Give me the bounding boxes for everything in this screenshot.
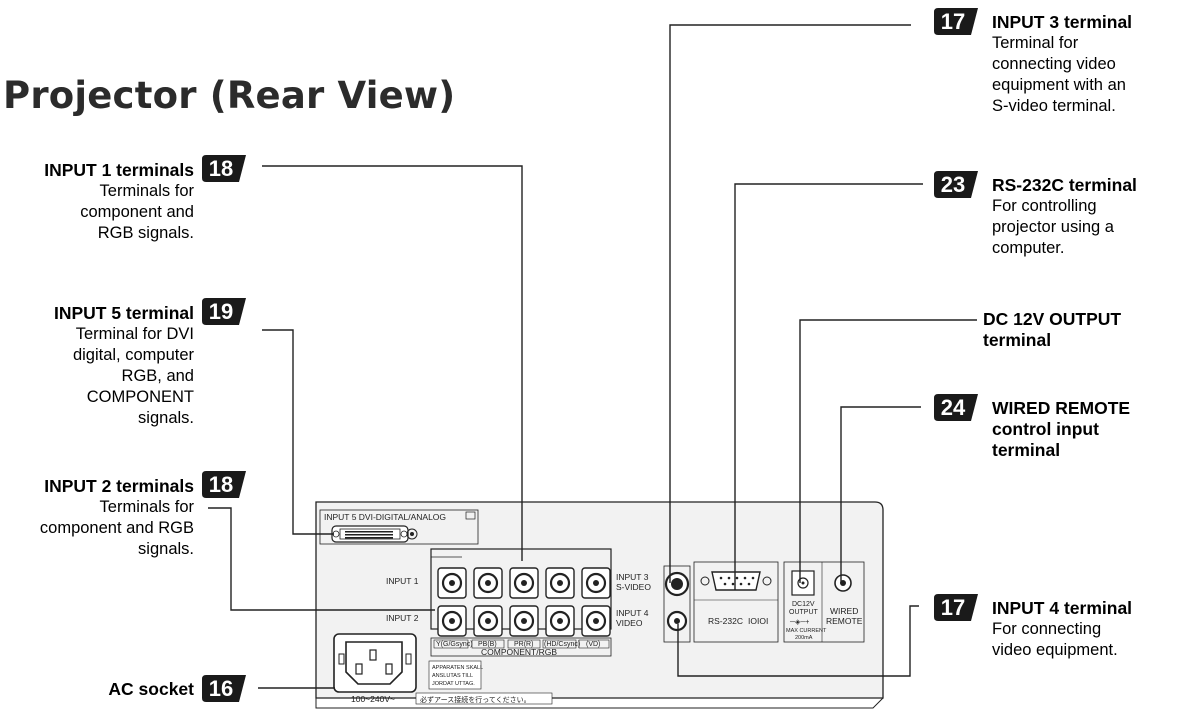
leader-input1 [262, 165, 523, 561]
leader-input2 [208, 507, 435, 611]
callout-input5-desc-5: signals. [138, 409, 194, 427]
callout-input5-desc-3: RGB, and [121, 367, 194, 385]
leader-input4 [677, 605, 919, 677]
callout-rs232: RS-232C terminal For controlling project… [992, 175, 1177, 259]
callout-input2-desc-3: signals. [138, 540, 194, 558]
input3-panel-label-2: S-VIDEO [616, 582, 651, 592]
badge-24-wired: 24 [934, 394, 978, 421]
callout-rs232-desc-1: For controlling [992, 197, 1097, 215]
input4-panel-label-1: INPUT 4 [616, 608, 649, 618]
callout-input4-desc-2: video equipment. [992, 641, 1118, 659]
callout-rs232-desc-3: computer. [992, 239, 1065, 257]
leader-wired [840, 406, 921, 583]
callout-input2-head: INPUT 2 terminals [44, 476, 194, 496]
leader-lines [208, 24, 977, 689]
warning-line-3: JORDAT UTTAG. [432, 681, 475, 687]
badge-23-rs232: 23 [934, 171, 978, 198]
dc-panel-label-4: 200mA [795, 635, 813, 641]
page-title: Projector (Rear View) [3, 74, 456, 117]
callout-wired: WIRED REMOTE control input terminal [992, 398, 1177, 461]
rca-jacks-row2 [437, 605, 611, 637]
dc-panel-label-1: DC12V [792, 601, 815, 608]
rear-panel-outline [315, 501, 884, 699]
callout-input3-desc-1: Terminal for [992, 34, 1079, 52]
callout-rs232-desc-2: projector using a [992, 218, 1114, 236]
badge-17-input4: 17 [934, 594, 978, 621]
badge-17-input3: 17 [934, 8, 978, 35]
callout-input5-desc-4: COMPONENT [86, 388, 194, 406]
callout-input3-desc-4: S-video terminal. [992, 97, 1116, 115]
japanese-note: 必ずアース接続を行ってください。 [420, 695, 531, 704]
input2-panel-label: INPUT 2 [386, 613, 419, 623]
callout-input1-desc-2: component and [80, 203, 194, 221]
component-rgb-panel-label: COMPONENT/RGB [481, 647, 557, 657]
badge-18-input1: 18 [202, 155, 246, 182]
dc-panel-label-3: MAX CURRENT [786, 628, 827, 634]
warning-line-2: ANSLUTAS TILL [432, 673, 473, 679]
rs232-group-box [693, 561, 779, 643]
callout-input1-head: INPUT 1 terminals [44, 160, 194, 180]
callout-input4: INPUT 4 terminal For connecting video eq… [992, 598, 1177, 661]
warning-line-1: APPARATEN SKALL [432, 665, 483, 671]
callout-dc12v-head-2: terminal [983, 330, 1052, 350]
svg-text:IOIOI: IOIOI [748, 616, 768, 626]
input5-panel-label: INPUT 5 DVI-DIGITAL/ANALOG [324, 512, 446, 522]
input3-panel-label-1: INPUT 3 [616, 572, 649, 582]
rgb-col-4: (HD/Csync) [544, 641, 580, 648]
rgb-col-1: Y(G/Gsync) [436, 641, 473, 648]
wired-panel-label-1: WIRED [830, 606, 858, 616]
callout-input3-head: INPUT 3 terminal [992, 12, 1133, 32]
rgb-col-2: PB(B) [478, 641, 497, 648]
callout-ac-head: AC socket [108, 679, 194, 699]
callout-dc12v: DC 12V OUTPUT terminal [983, 309, 1177, 351]
callout-wired-head-3: terminal [992, 440, 1061, 460]
rca-jacks-row1 [437, 567, 611, 599]
callout-input3-desc-2: connecting video [992, 55, 1116, 73]
rgb-col-3: PR(R) [514, 641, 533, 648]
callout-input1: INPUT 1 terminals Terminals for componen… [0, 160, 194, 244]
callout-dc12v-head-1: DC 12V OUTPUT [983, 309, 1122, 329]
callout-ac: AC socket [0, 679, 194, 700]
badge-16-ac: 16 [202, 675, 246, 702]
leader-input5 [262, 329, 334, 535]
callout-input5-desc-1: Terminal for DVI [75, 325, 194, 343]
dc-panel-label-2: OUTPUT [789, 609, 819, 616]
callout-rs232-head: RS-232C terminal [992, 175, 1137, 195]
callout-input4-desc-1: For connecting [992, 620, 1102, 638]
callout-input3: INPUT 3 terminal Terminal for connecting… [992, 12, 1177, 117]
callout-input5-head: INPUT 5 terminal [53, 303, 194, 323]
input1-panel-label: INPUT 1 [386, 576, 419, 586]
dsub9-connector-icon [711, 571, 761, 591]
svg-text:─◈─+: ─◈─+ [789, 619, 809, 626]
input5-group-box [319, 509, 479, 545]
voltage-label: 100~240V~ [351, 694, 395, 704]
leader-input3 [669, 24, 911, 583]
callout-input1-desc-3: RGB signals. [97, 224, 194, 242]
callout-input1-desc-1: Terminals for [99, 182, 194, 200]
leader-dc12v [799, 319, 977, 583]
callout-input5: INPUT 5 terminal Terminal for DVI digita… [0, 303, 194, 429]
callout-input5-desc-2: digital, computer [72, 346, 194, 364]
leader-rs232 [734, 183, 923, 590]
dvi-screw-icon [406, 528, 418, 540]
rgb-col-5: (VD) [586, 641, 600, 648]
callout-input2-desc-1: Terminals for [99, 498, 194, 516]
wired-panel-label-2: REMOTE [826, 616, 863, 626]
callout-input2: INPUT 2 terminals Terminals for componen… [0, 476, 194, 560]
callout-wired-head-2: control input [992, 419, 1099, 439]
rs232-panel-label: RS-232C [708, 616, 743, 626]
badge-19-input5: 19 [202, 298, 246, 325]
input4-panel-label-2: VIDEO [616, 618, 643, 628]
callout-input3-desc-3: equipment with an [992, 76, 1126, 94]
callout-wired-head-1: WIRED REMOTE [992, 398, 1131, 418]
badge-18-input2: 18 [202, 471, 246, 498]
callout-input4-head: INPUT 4 terminal [992, 598, 1133, 618]
callout-input2-desc-2: component and RGB [39, 519, 194, 537]
